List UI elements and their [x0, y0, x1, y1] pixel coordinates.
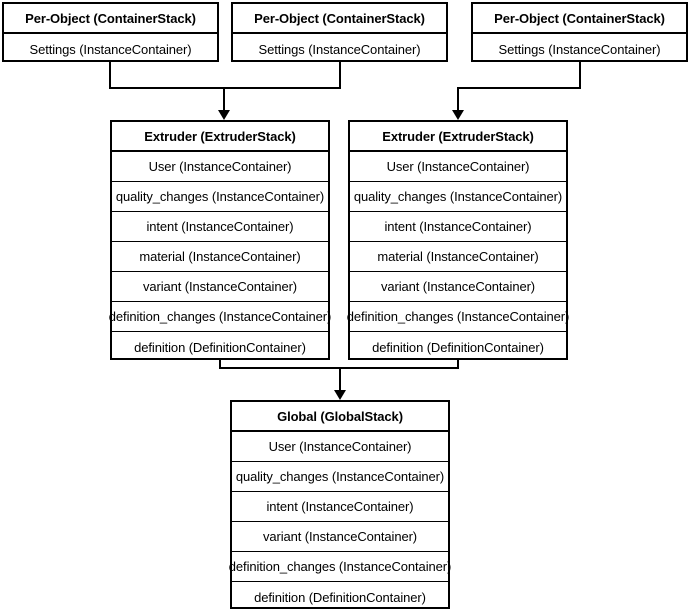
node-per-object-2-header: Per-Object (ContainerStack)	[233, 4, 446, 34]
node-global-stack[interactable]: Global (GlobalStack) User (InstanceConta…	[229, 400, 451, 609]
node-extruder-1-row-definition: definition (DefinitionContainer)	[134, 339, 306, 355]
node-extruder-2-header: Extruder (ExtruderStack)	[350, 122, 566, 152]
node-extruder-1-row-quality-changes: quality_changes (InstanceContainer)	[112, 182, 328, 212]
node-extruder-1-row-definition-changes: definition_changes (InstanceContainer)	[109, 302, 331, 332]
node-global-header: Global (GlobalStack)	[232, 402, 448, 432]
node-per-object-2[interactable]: Per-Object (ContainerStack) Settings (In…	[231, 2, 448, 62]
node-per-object-1-header: Per-Object (ContainerStack)	[4, 4, 217, 34]
node-extruder-2-row-variant: variant (InstanceContainer)	[350, 272, 566, 302]
node-extruder-1-row-material: material (InstanceContainer)	[112, 242, 328, 272]
edge-perobject2-to-extruder1	[224, 62, 341, 89]
node-extruder-2-row-intent: intent (InstanceContainer)	[350, 212, 566, 242]
node-per-object-1-row-settings: Settings (InstanceContainer)	[29, 41, 192, 57]
node-per-object-1[interactable]: Per-Object (ContainerStack) Settings (In…	[2, 2, 219, 62]
node-extruder-2-row-definition: definition (DefinitionContainer)	[372, 339, 544, 355]
node-per-object-3-row-settings: Settings (InstanceContainer)	[498, 41, 661, 57]
node-global-row-variant: variant (InstanceContainer)	[232, 522, 448, 552]
node-extruder-2-row-quality-changes: quality_changes (InstanceContainer)	[350, 182, 566, 212]
arrowhead-extruder2	[452, 110, 464, 120]
arrowhead-extruder1	[218, 110, 230, 120]
node-per-object-3-header: Per-Object (ContainerStack)	[473, 4, 686, 34]
edge-perobject1-to-extruder1	[109, 62, 224, 89]
node-extruder-1-row-intent: intent (InstanceContainer)	[112, 212, 328, 242]
node-extruder-2-row-material: material (InstanceContainer)	[350, 242, 566, 272]
arrowhead-global	[334, 390, 346, 400]
node-global-row-user: User (InstanceContainer)	[232, 432, 448, 462]
edge-perobject3-to-extruder2	[457, 62, 581, 110]
node-global-row-definition-changes: definition_changes (InstanceContainer)	[229, 552, 451, 582]
node-extruder-2-row-user: User (InstanceContainer)	[350, 152, 566, 182]
node-global-row-intent: intent (InstanceContainer)	[232, 492, 448, 522]
node-per-object-2-row-settings: Settings (InstanceContainer)	[258, 41, 421, 57]
node-per-object-3[interactable]: Per-Object (ContainerStack) Settings (In…	[471, 2, 688, 62]
node-extruder-1[interactable]: Extruder (ExtruderStack) User (InstanceC…	[109, 120, 331, 360]
node-extruder-2-row-definition-changes: definition_changes (InstanceContainer)	[347, 302, 569, 332]
node-extruder-1-header: Extruder (ExtruderStack)	[112, 122, 328, 152]
node-global-row-definition: definition (DefinitionContainer)	[254, 589, 426, 605]
node-global-row-quality-changes: quality_changes (InstanceContainer)	[232, 462, 448, 492]
node-extruder-1-row-user: User (InstanceContainer)	[112, 152, 328, 182]
node-extruder-2[interactable]: Extruder (ExtruderStack) User (InstanceC…	[347, 120, 569, 360]
node-extruder-1-row-variant: variant (InstanceContainer)	[112, 272, 328, 302]
